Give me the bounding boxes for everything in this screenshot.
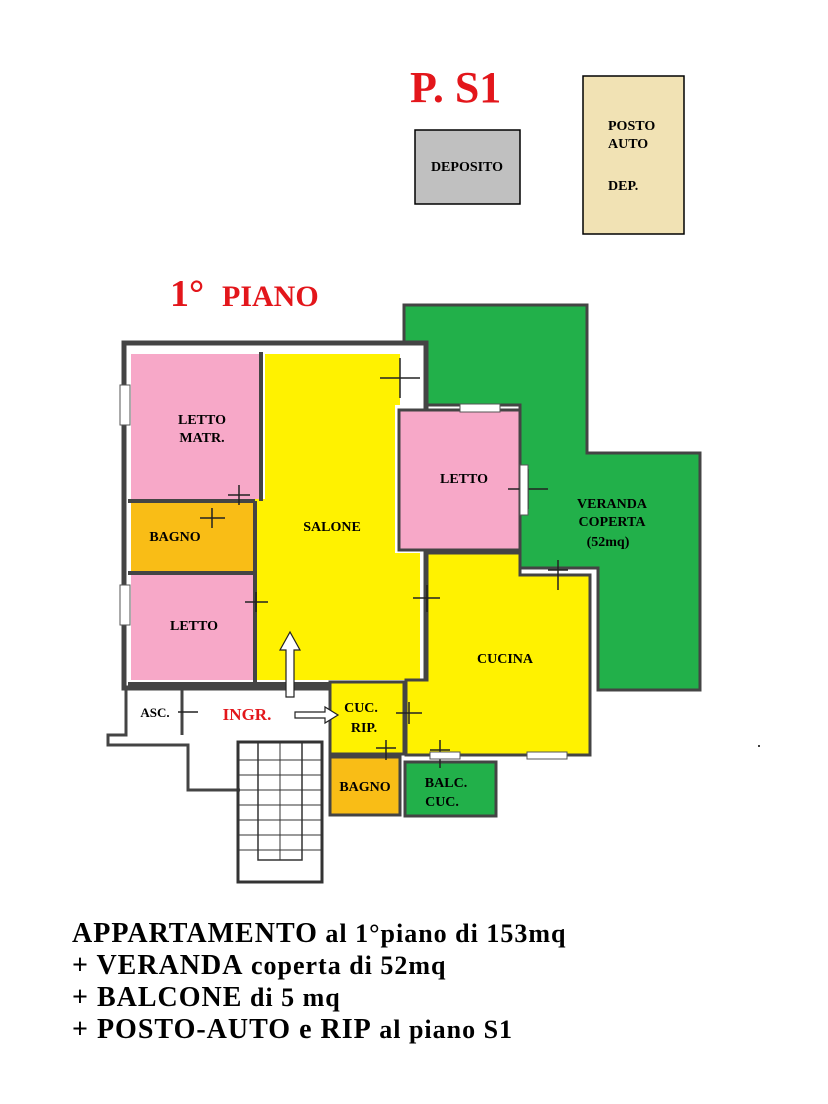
letto-left-room [131, 575, 253, 680]
speck-dot [758, 745, 760, 747]
deposito-label: DEPOSITO [431, 160, 503, 175]
letto-left-label: LETTO [170, 619, 218, 634]
veranda-label-1: VERANDA [577, 497, 648, 512]
description-line-1-rest: al 1°piano di 153mq [317, 919, 567, 948]
posto-auto-label-1: POSTO [608, 119, 655, 134]
salone-label: SALONE [303, 520, 361, 535]
floor-s1-title: P. S1 [410, 63, 501, 112]
balc-cuc-area [403, 760, 498, 818]
bagno-small-room [328, 755, 402, 817]
description-line-4: + POSTO-AUTO e RIP al piano S1 [72, 1014, 566, 1046]
cucina-label: CUCINA [477, 652, 534, 667]
bagno-label: BAGNO [149, 530, 200, 545]
description-line-3-rest: di 5 mq [242, 983, 341, 1012]
letto-right-label: LETTO [440, 472, 488, 487]
salone-room [215, 354, 420, 680]
interior-walls [128, 352, 330, 686]
deposito-box [414, 129, 521, 205]
floor-1-word: PIANO [222, 280, 319, 313]
letto-matr-label-1: LETTO [178, 413, 226, 428]
description-line-3: + BALCONE di 5 mq [72, 982, 566, 1014]
cuc-rip-room [328, 680, 406, 756]
letto-matr-room [131, 354, 261, 499]
balc-cuc-label-2: CUC. [425, 795, 459, 810]
description-line-1-bold: APPARTAMENTO [72, 918, 318, 949]
ingr-label: INGR. [223, 705, 272, 724]
veranda-label-3: (52mq) [587, 535, 630, 550]
entrance-walls [106, 688, 240, 792]
bagno-room [131, 503, 253, 571]
description-block: APPARTAMENTO al 1°piano di 153mq + VERAN… [72, 918, 566, 1046]
posto-auto-box [582, 75, 685, 235]
cuc-rip-label-2: RIP. [351, 721, 377, 736]
letto-matr-label-2: MATR. [179, 431, 224, 446]
windows [119, 384, 568, 760]
description-line-2-bold: + VERANDA [72, 950, 244, 981]
posto-auto-label-2: AUTO [608, 137, 648, 152]
entrance-arrows [278, 630, 340, 725]
floor-1-number: 1° [170, 273, 204, 315]
posto-auto-label-3: DEP. [608, 179, 638, 194]
description-line-2-rest: coperta di 52mq [243, 951, 447, 980]
description-line-2: + VERANDA coperta di 52mq [72, 950, 566, 982]
cucina-room [404, 551, 592, 757]
description-line-4-bold: + POSTO-AUTO e RIP [72, 1014, 372, 1045]
description-line-4-rest: al piano S1 [371, 1015, 514, 1044]
cuc-rip-label-1: CUC. [344, 701, 378, 716]
asc-label: ASC. [140, 705, 169, 720]
description-line-1: APPARTAMENTO al 1°piano di 153mq [72, 918, 566, 950]
stairwell [236, 740, 324, 884]
description-line-3-bold: + BALCONE [72, 982, 243, 1013]
bagno-small-label: BAGNO [339, 780, 390, 795]
veranda-label-2: COPERTA [579, 515, 647, 530]
balc-cuc-label-1: BALC. [425, 776, 467, 791]
